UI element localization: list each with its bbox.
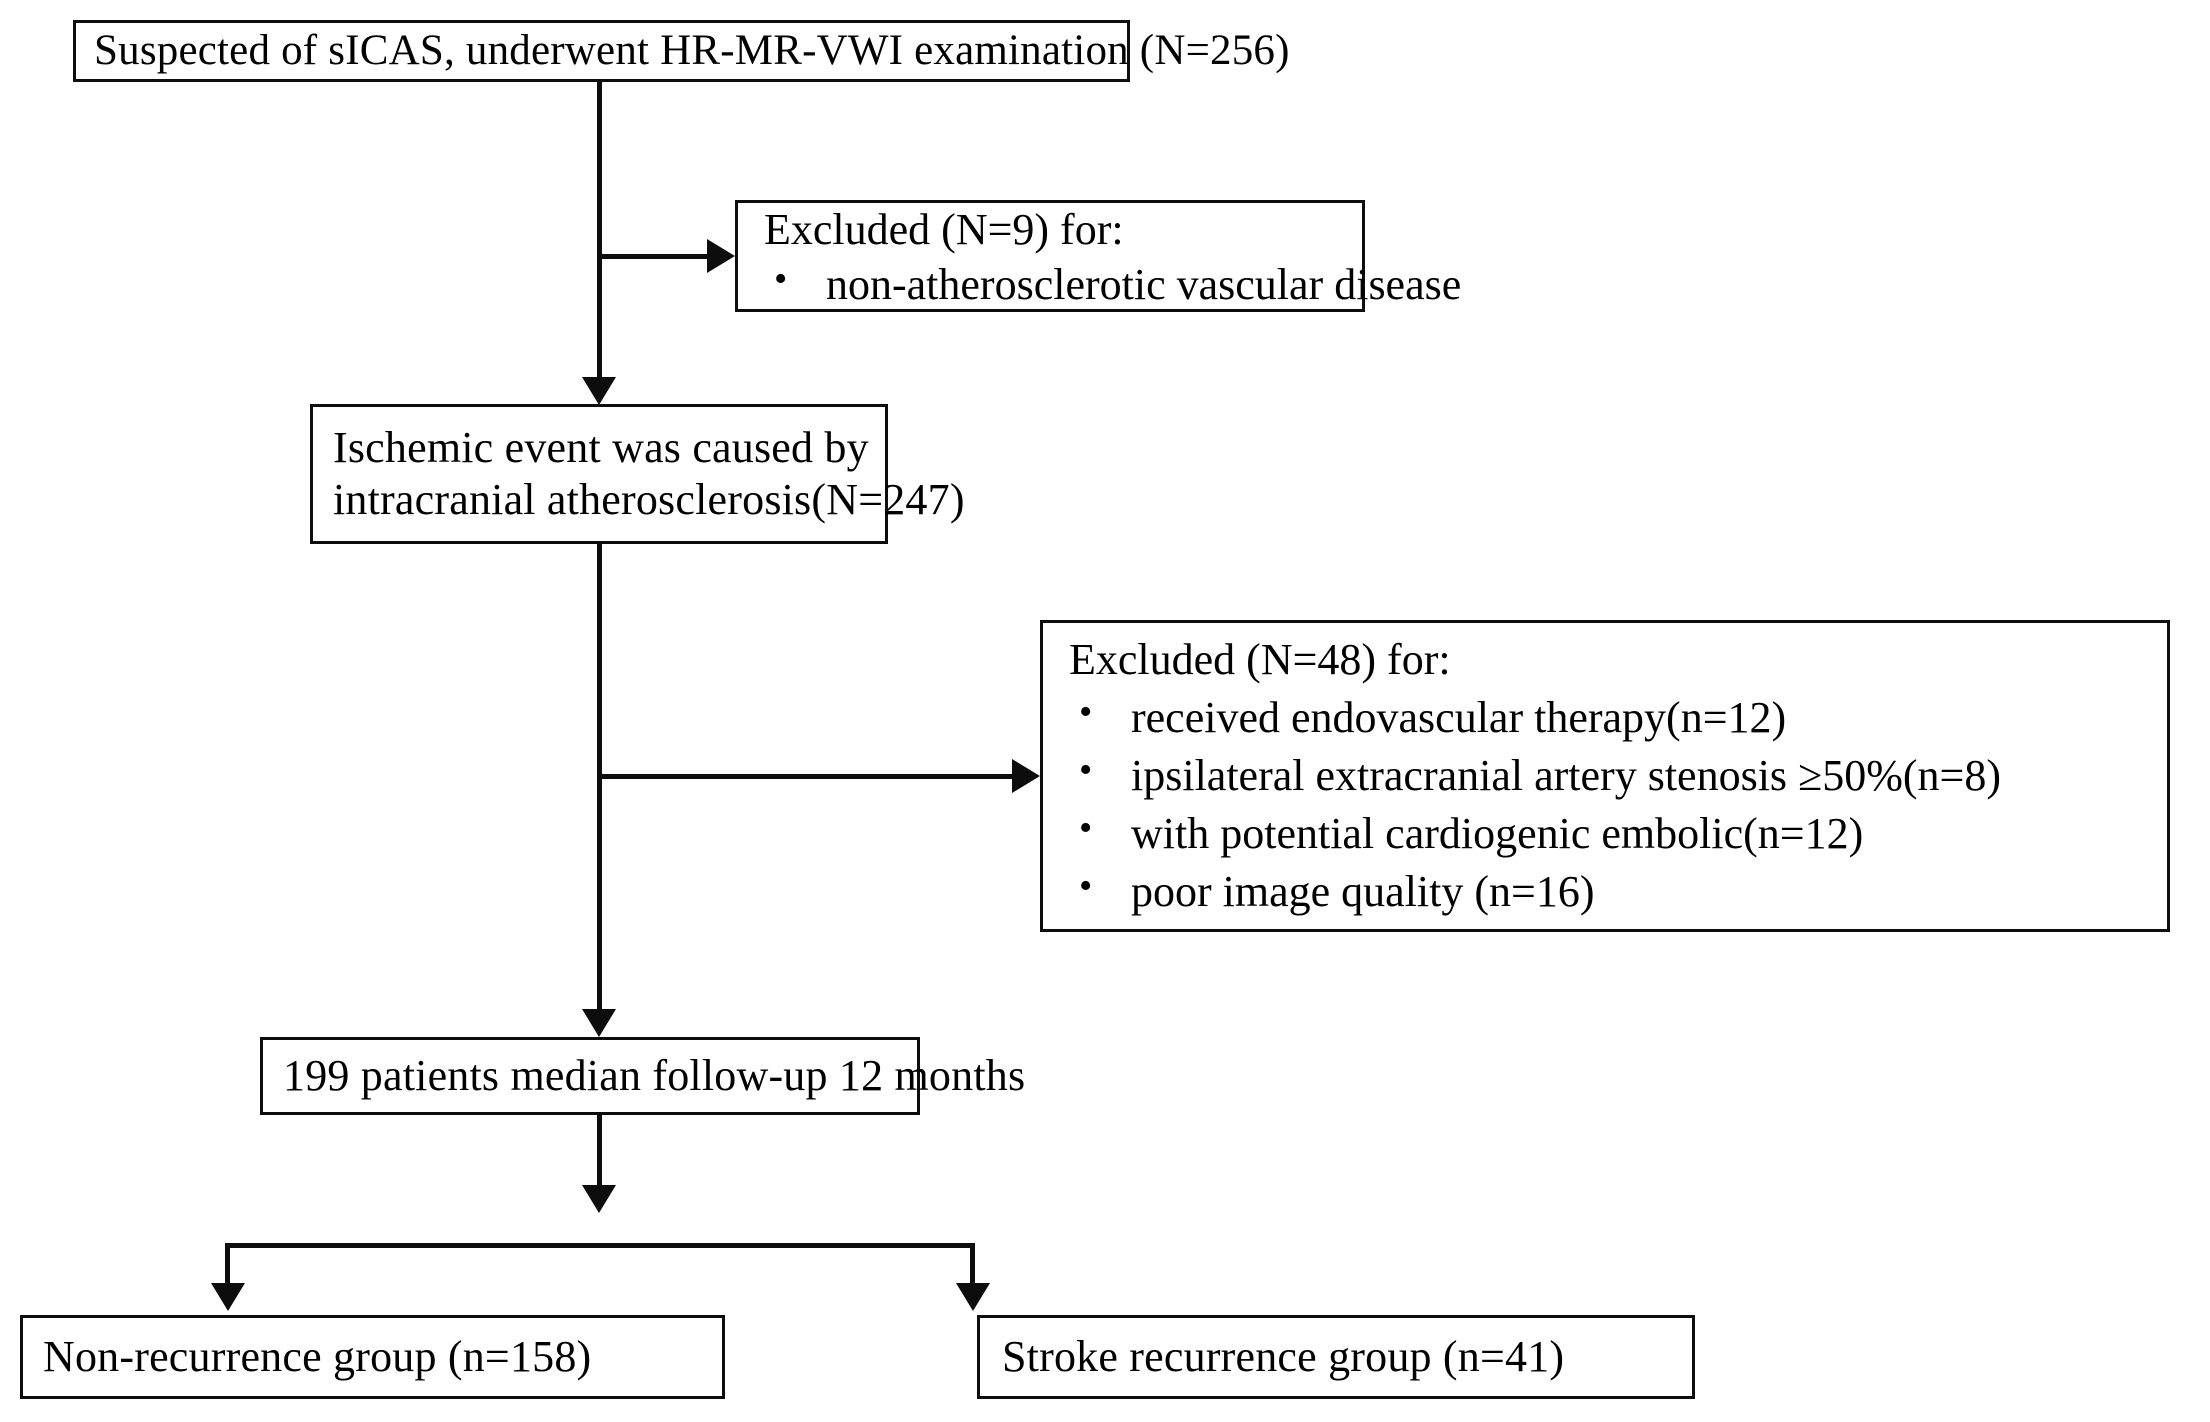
node-excluded-9-bullets: non-atherosclerotic vascular disease	[758, 257, 1461, 312]
arrowhead-to-ischemic	[582, 377, 616, 405]
arrowhead-to-non-recurrence	[211, 1283, 245, 1311]
connector-followup-down	[597, 1115, 602, 1200]
list-item: ipsilateral extracranial artery stenosis…	[1063, 745, 2167, 805]
node-followup: 199 patients median follow-up 12 months	[260, 1037, 1026, 1115]
arrowhead-to-followup	[582, 1009, 616, 1037]
node-excluded-48: Excluded (N=48) for: received endovascul…	[1040, 620, 2170, 932]
node-ischemic-line2: intracranial atherosclerosis(N=247)	[333, 475, 965, 524]
connector-to-excluded-9	[597, 254, 711, 259]
connector-to-excluded-48	[597, 774, 1017, 779]
node-non-recurrence-text: Non-recurrence group (n=158)	[43, 1332, 592, 1382]
node-excluded-48-bullets: received endovascular therapy(n=12) ipsi…	[1063, 687, 2167, 921]
connector-split-right	[970, 1243, 975, 1301]
node-excluded-48-header: Excluded (N=48) for:	[1069, 634, 1451, 684]
list-item: poor image quality (n=16)	[1063, 861, 2167, 921]
connector-split-horizontal	[225, 1243, 975, 1248]
node-recurrence-text: Stroke recurrence group (n=41)	[1002, 1332, 1565, 1382]
connector-split-left	[225, 1243, 230, 1301]
node-excluded-9-header: Excluded (N=9) for:	[764, 204, 1124, 254]
node-non-recurrence: Non-recurrence group (n=158)	[20, 1315, 725, 1399]
list-item: non-atherosclerotic vascular disease	[758, 257, 1461, 312]
node-excluded-9: Excluded (N=9) for: non-atherosclerotic …	[735, 200, 1461, 312]
node-screened-text: Suspected of sICAS, underwent HR-MR-VWI …	[94, 26, 1290, 74]
connector-screened-to-ischemic	[597, 82, 602, 390]
node-followup-text: 199 patients median follow-up 12 months	[283, 1051, 1026, 1101]
connector-ischemic-to-followup	[597, 544, 602, 1024]
node-ischemic: Ischemic event was caused by intracrania…	[310, 404, 965, 544]
node-ischemic-line1: Ischemic event was caused by	[333, 423, 869, 473]
list-item: with potential cardiogenic embolic(n=12)	[1063, 803, 2167, 863]
arrowhead-to-recurrence	[956, 1283, 990, 1311]
arrowhead-to-excluded-9	[707, 239, 735, 273]
node-recurrence: Stroke recurrence group (n=41)	[977, 1315, 1695, 1399]
list-item: received endovascular therapy(n=12)	[1063, 687, 2167, 747]
arrowhead-split	[582, 1185, 616, 1213]
arrowhead-to-excluded-48	[1012, 759, 1040, 793]
node-screened: Suspected of sICAS, underwent HR-MR-VWI …	[73, 20, 1290, 82]
